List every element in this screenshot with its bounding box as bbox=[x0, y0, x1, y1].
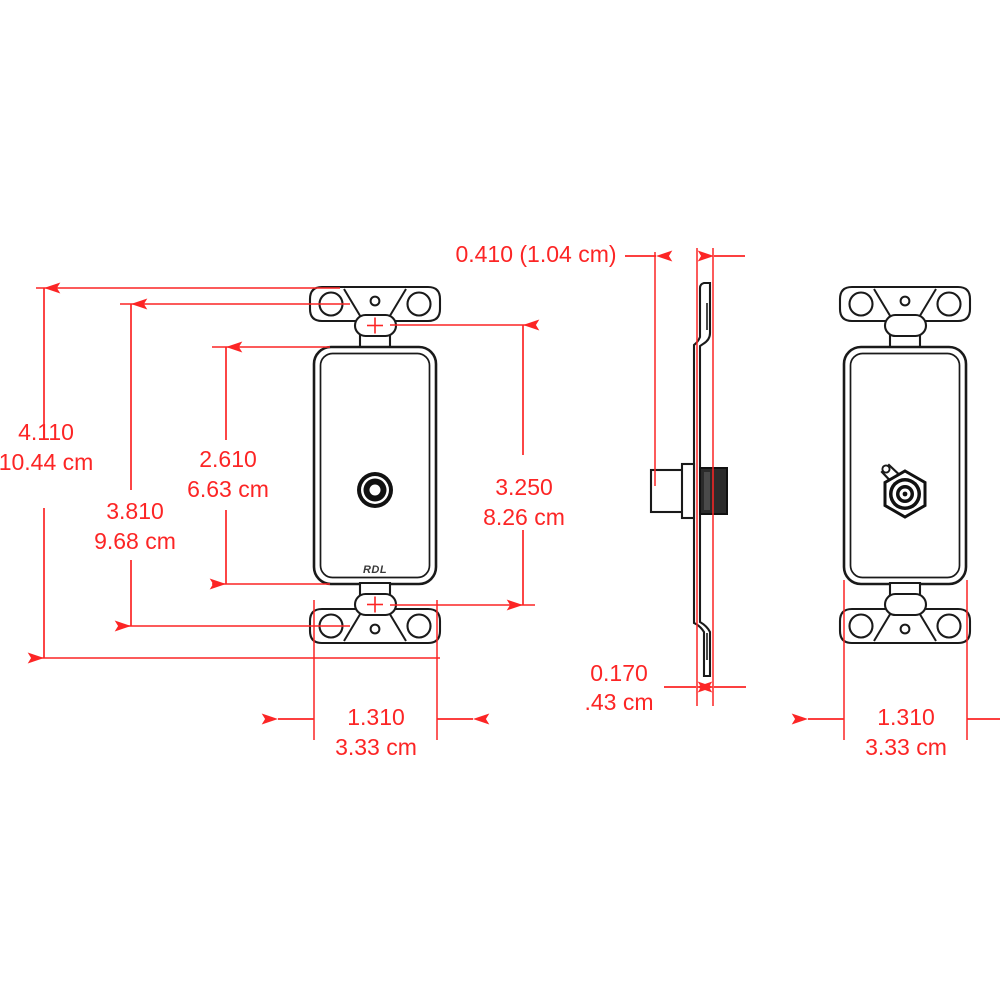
dim-overall-height-metric: 10.44 cm bbox=[0, 449, 93, 475]
dim-bracket-height-inches: 3.810 bbox=[106, 498, 164, 524]
bottom-mounting-bracket bbox=[308, 581, 442, 645]
dim-plate-thickness-metric: .43 cm bbox=[584, 689, 653, 715]
dim-plate-height-metric: 8.26 cm bbox=[483, 504, 565, 530]
rear-bracket-oval-slot bbox=[883, 313, 928, 338]
dim-plate-height-inches: 3.250 bbox=[495, 474, 553, 500]
bracket-screw-hole-right bbox=[406, 291, 432, 317]
rear-bottom-mounting-bracket bbox=[838, 581, 972, 645]
rear-bracket-pilot-hole-bottom bbox=[899, 623, 911, 635]
rear-bracket-screw-hole-right-bottom bbox=[936, 613, 962, 639]
rear-face-plate bbox=[842, 345, 968, 586]
bracket-pilot-hole-bottom bbox=[369, 623, 381, 635]
dim-overall-height-inches: 4.110 bbox=[18, 419, 74, 445]
dim-plate-inner-height-inches: 2.610 bbox=[199, 446, 257, 472]
connector-ground-tab-hole bbox=[881, 464, 891, 474]
dim-bracket-height-metric: 9.68 cm bbox=[94, 528, 176, 554]
rear-bracket-oval-slot-bottom bbox=[883, 592, 928, 617]
side-profile-view: 0.410 (1.04 cm) 0.170 .43 cm bbox=[455, 241, 746, 715]
rear-bracket-screw-hole-left-bottom bbox=[848, 613, 874, 639]
rear-bracket-screw-hole-left bbox=[848, 291, 874, 317]
rdl-brand-logo: RDL bbox=[363, 564, 387, 576]
dim-plate-thickness-inches: 0.170 bbox=[590, 660, 648, 686]
side-plate-profile bbox=[692, 281, 712, 678]
front-view-dimensions: 4.110 10.44 cm 3.810 9.68 cm 2.610 6.63 … bbox=[0, 282, 565, 760]
dim-depth-front-combined: 0.410 (1.04 cm) bbox=[455, 241, 616, 267]
decorator-face-plate bbox=[312, 345, 438, 586]
rear-hex-connector bbox=[880, 463, 927, 519]
rear-top-mounting-bracket bbox=[838, 285, 972, 350]
bracket-screw-hole-right-bottom bbox=[406, 613, 432, 639]
front-coax-connector bbox=[357, 472, 393, 508]
dim-plate-width-rear-inches: 1.310 bbox=[877, 704, 935, 730]
dim-plate-width-rear-metric: 3.33 cm bbox=[865, 734, 947, 760]
rear-bracket-screw-hole-right bbox=[936, 291, 962, 317]
dim-plate-width-front-inches: 1.310 bbox=[347, 704, 405, 730]
dim-plate-inner-height-metric: 6.63 cm bbox=[187, 476, 269, 502]
dim-plate-width-front-metric: 3.33 cm bbox=[335, 734, 417, 760]
front-elevation-view: RDL bbox=[0, 282, 565, 760]
rear-view-dimensions: 1.310 3.33 cm bbox=[791, 580, 1000, 760]
side-view-dimensions: 0.410 (1.04 cm) 0.170 .43 cm bbox=[455, 241, 746, 715]
rear-elevation-view: 1.310 3.33 cm bbox=[791, 285, 1000, 760]
rear-bracket-pilot-hole bbox=[899, 295, 911, 307]
center-marks bbox=[367, 317, 383, 613]
bracket-pilot-hole bbox=[369, 295, 381, 307]
side-connector-barrel-front bbox=[649, 462, 696, 520]
